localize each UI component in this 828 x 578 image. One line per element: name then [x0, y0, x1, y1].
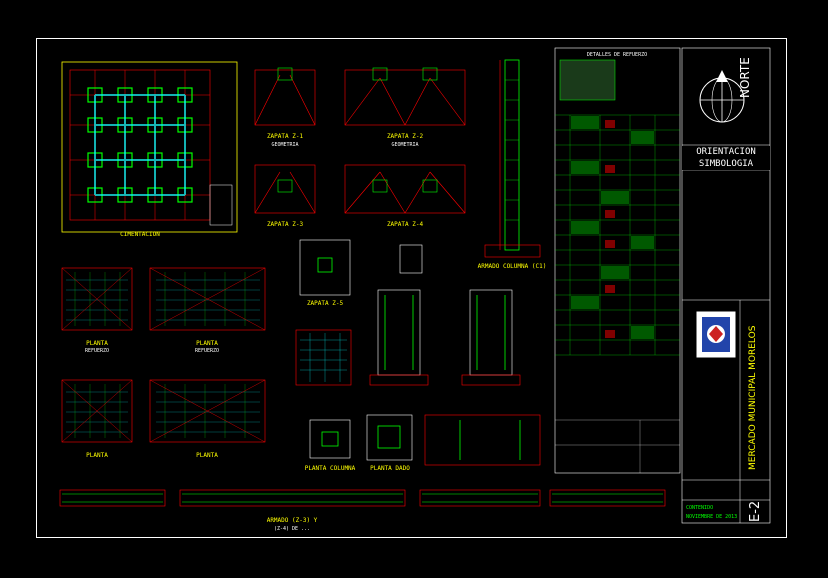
geometria-label-1: GEOMETRIA	[271, 142, 298, 148]
title-block	[681, 47, 771, 524]
zapata-5-title: ZAPATA Z-5	[307, 300, 344, 307]
sheet-number: E-2	[748, 500, 763, 522]
planta-label-2: PLANTA	[196, 340, 218, 347]
drawn-by-label: CONTENIDO	[686, 505, 714, 511]
date-label: NOVIEMBRE DE 2013	[686, 514, 738, 520]
planta-label-1: PLANTA	[86, 340, 108, 347]
planta-label-4: PLANTA	[196, 452, 218, 459]
sheet-border	[36, 38, 787, 538]
rebar-plans: PLANTA PLANTA PLANTA PLANTA REFUERZO REF…	[61, 267, 266, 459]
armado-columna-label: ARMADO COLUMNA (C1)	[478, 263, 547, 270]
planta-dado-label: PLANTA DADO	[370, 465, 410, 472]
refuerzo-label-2: REFUERZO	[195, 348, 219, 354]
armado-z4-label: (Z-4) DE ...	[274, 526, 310, 532]
norte-label: NORTE	[738, 57, 752, 98]
planta-label-3: PLANTA	[86, 452, 108, 459]
column-elevation: ARMADO COLUMNA (C1)	[478, 59, 547, 270]
geometria-label-2: GEOMETRIA	[391, 142, 418, 148]
zapata-2-title: ZAPATA Z-2	[387, 133, 424, 140]
project-title: MERCADO MUNICIPAL MORELOS	[748, 325, 758, 470]
orientacion-label: ORIENTACION	[682, 146, 770, 158]
foundation-plan: CIMENTACION	[61, 61, 238, 238]
planta-columna-label: PLANTA COLUMNA	[305, 465, 356, 472]
detalles-refuerzo-title: DETALLES DE REFUERZO	[587, 52, 647, 58]
cimentacion-label: CIMENTACION	[120, 231, 160, 238]
zapata-4-title: ZAPATA Z-4	[387, 221, 424, 228]
zapata-1-title: ZAPATA Z-1	[267, 133, 304, 140]
bottom-beams: ARMADO (Z-3) Y (Z-4) DE ...	[59, 489, 666, 532]
zapata-3-title: ZAPATA Z-3	[267, 221, 304, 228]
zapata-sections: ZAPATA Z-1 ZAPATA Z-2 ZAPATA Z-3	[254, 67, 466, 228]
refuerzo-label-1: REFUERZO	[85, 348, 109, 354]
armado-z3-label: ARMADO (Z-3) Y	[267, 517, 318, 524]
center-details: ZAPATA Z-5 PLANTA COLUMNA PL	[295, 239, 541, 472]
rebar-schedule: DETALLES DE REFUERZO	[554, 47, 681, 474]
simbologia-label: SIMBOLOGIA	[682, 158, 770, 170]
